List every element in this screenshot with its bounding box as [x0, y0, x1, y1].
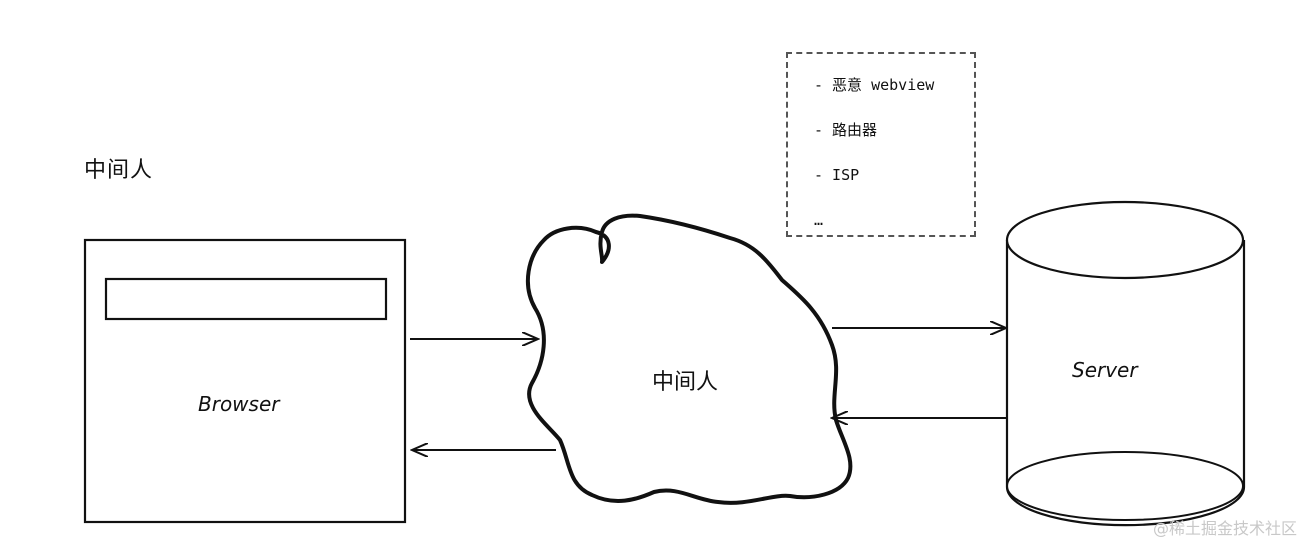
- browser-label: Browser: [198, 392, 280, 416]
- server-label: Server: [1072, 358, 1138, 382]
- note-item-isp: - ISP: [814, 166, 860, 184]
- server-cylinder: [1005, 200, 1246, 527]
- note-item-webview: - 恶意 webview: [814, 76, 935, 94]
- mitm-examples-list: - 恶意 webview - 路由器 - ISP …: [814, 70, 934, 250]
- browser-address-bar: [104, 277, 388, 321]
- note-item-router: - 路由器: [814, 121, 878, 139]
- browser-window: [83, 238, 407, 524]
- diagram-title: 中间人: [84, 158, 154, 183]
- mitm-label: 中间人: [652, 370, 719, 395]
- note-item-ellipsis: …: [814, 211, 824, 229]
- mitm-examples-note: - 恶意 webview - 路由器 - ISP …: [786, 52, 976, 237]
- mitm-cloud: [526, 213, 853, 505]
- watermark: @稀土掘金技术社区: [1152, 519, 1297, 538]
